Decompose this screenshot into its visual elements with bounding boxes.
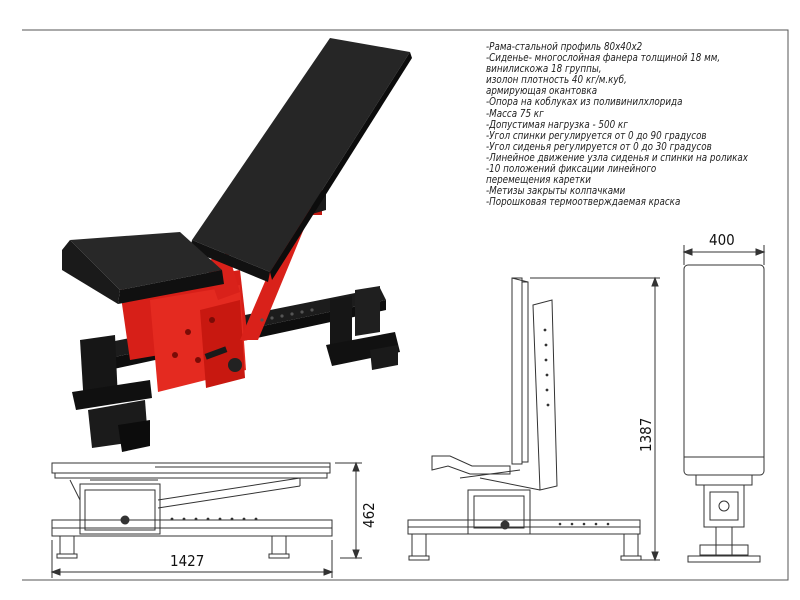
width-dimension-label: 400 [709,231,735,249]
backrest-pad [192,38,410,272]
side-height-dimension-label: 462 [360,502,378,528]
spec-line: -Линейное движение узла сиденья и спинки… [486,152,748,164]
front-view-drawing [682,245,766,563]
bench-render [62,38,412,452]
adjust-knob [228,358,242,372]
height-dimension-label: 1387 [637,418,655,452]
spec-line: винилискожа 18 группы, [486,64,602,76]
spec-line: -Опора на коблуках из поливинилхлорида [486,97,683,109]
upright-side-view [407,276,660,562]
sheet-border [22,29,789,581]
spec-line: -Метизы закрыты колпачками [486,186,626,198]
spec-line: -Допустимая нагрузка - 500 кг [486,119,628,131]
spec-line: -Сиденье- многослойная фанера толщиной 1… [486,53,721,65]
specifications-list: -Рама-стальной профиль 80х40х2-Сиденье- … [486,42,748,209]
length-dimension-label: 1427 [170,552,204,570]
spec-line: перемещения каретки [486,175,591,187]
seat-pad [70,232,222,290]
spec-line: -Рама-стальной профиль 80х40х2 [486,42,643,53]
spec-line: -10 положений фиксации линейного [486,164,657,176]
spec-line: -Порошковая термоотверждаемая краска [486,197,681,209]
side-view-drawing [50,461,362,578]
spec-line: -Угол спинки регулируется от 0 до 90 гра… [486,130,707,142]
spec-line: армирующая окантовка [486,86,598,98]
spec-line: -Масса 75 кг [486,108,544,120]
spec-line: изолон плотность 40 кг/м.куб, [486,75,627,87]
spec-line: -Угол сиденья регулируется от 0 до 30 гр… [486,141,712,153]
